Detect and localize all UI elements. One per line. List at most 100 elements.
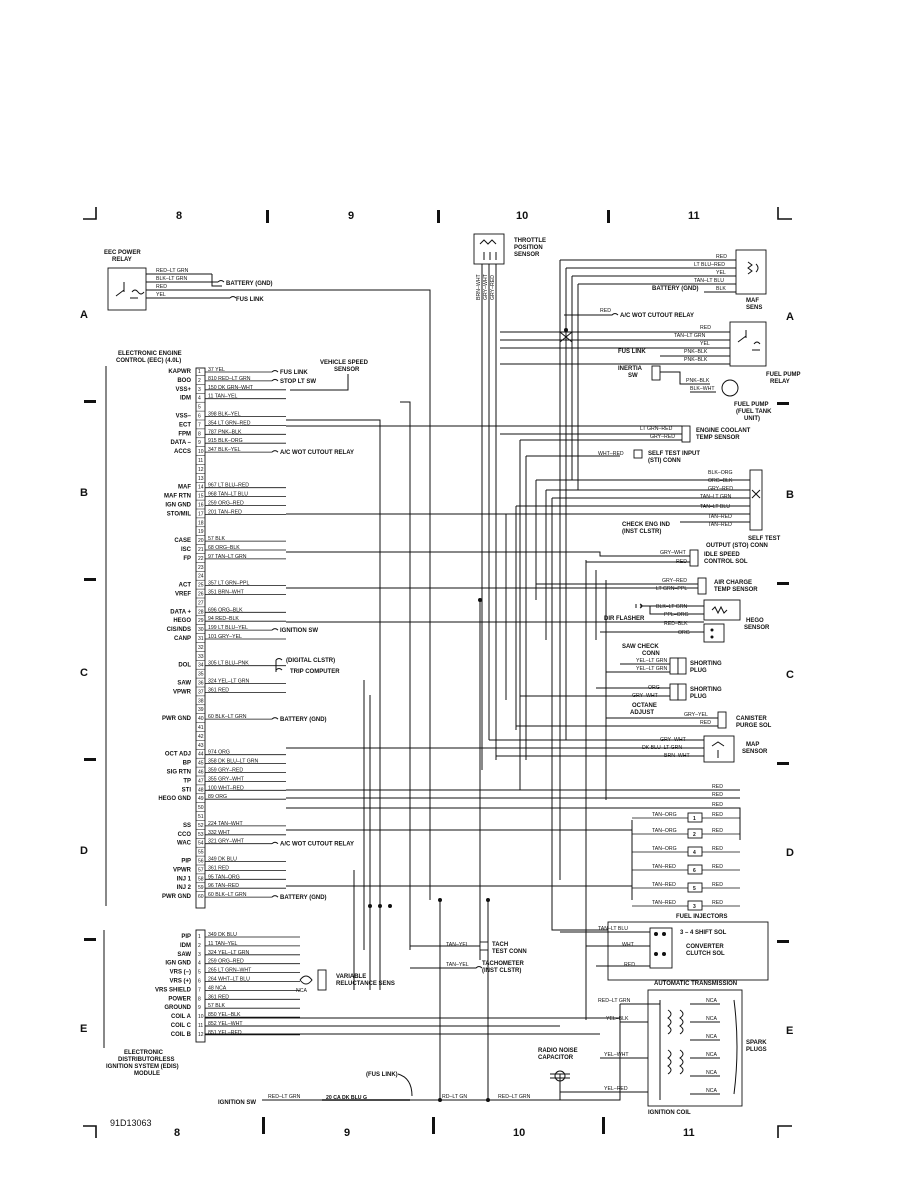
inertia-title-2: SW	[628, 373, 638, 379]
sto-wire-7: TAN–RED	[708, 522, 732, 528]
eec-wire-label: 68 ORG–BLK	[208, 545, 240, 551]
hego-wire-1: BLK–LT GRN	[656, 604, 687, 610]
saw-check-1: SAW CHECK	[622, 644, 659, 650]
act-wire-1: GRY–RED	[662, 578, 687, 584]
eec-pin-number: 2	[198, 378, 201, 384]
eec-pin-label: PWR GND	[162, 894, 192, 900]
eec-pin-number: 33	[198, 654, 204, 660]
fpr-title-1: FUEL PUMP	[766, 372, 801, 378]
injector-wire-label: TAN–ORG	[652, 828, 677, 834]
fpr-wire-5: PNK–BLK	[684, 357, 708, 363]
inj-red-2: RED	[712, 792, 723, 798]
edis-wire-label: 57 BLK	[208, 1003, 226, 1009]
canister-1: CANISTER	[736, 716, 767, 722]
grid-labels: 8 9 10 11 8 9 10 11 A B C D E A B C D E …	[80, 210, 794, 1139]
maf-title-2: SENS	[746, 305, 762, 311]
eec-wire-label: 201 TAN–RED	[208, 509, 242, 515]
eec-pin-number: 7	[198, 422, 201, 428]
eec-wire-label: 361 RED	[208, 865, 229, 871]
eec-pin-number: 17	[198, 511, 204, 517]
eec-pin-number: 30	[198, 627, 204, 633]
col-label-9: 9	[348, 210, 354, 222]
eec-pin-number: 26	[198, 592, 204, 598]
injector	[687, 864, 703, 875]
eec-pin-destination: STOP LT SW	[280, 379, 316, 385]
edis-wire-label: 265 LT GRN–WHT	[208, 968, 252, 974]
sti-connector	[633, 449, 643, 459]
saw-check-box	[669, 657, 679, 675]
vrs-nca: NCA	[296, 988, 307, 994]
eec-pin-number: 40	[198, 716, 204, 722]
col-label-8: 8	[176, 210, 182, 222]
row-label-e: E	[80, 1023, 87, 1035]
eec-pin-number: 1	[198, 369, 201, 375]
hego-wire-4: ORG	[678, 630, 690, 636]
isc-connector	[689, 549, 699, 567]
edis-pin-label: COIL A	[171, 1014, 192, 1020]
eec-pin-label: VPWR	[173, 867, 192, 873]
injector-power-label: RED	[712, 882, 723, 888]
eec-pin-label: STO/MIL	[167, 511, 192, 517]
coil-nca-1: NCA	[706, 998, 717, 1004]
maf-battery-gnd: BATTERY (GND)	[652, 286, 699, 292]
eec-wire-label: 332 WHT	[208, 830, 231, 836]
row-label-e-right: E	[786, 1025, 793, 1037]
trans-wire-1: TAN–LT BLU	[598, 926, 628, 932]
injector-number: 4	[693, 850, 696, 856]
vrs-connector	[317, 969, 327, 991]
eec-pin-label: ECT	[179, 422, 191, 428]
fpr-wire-1: RED	[700, 325, 711, 331]
ac-wot-top: RED A/C WOT CUTOUT RELAY	[564, 308, 694, 332]
eec-wire-label: 696 ORG–BLK	[208, 607, 243, 613]
fpr-fus-link: FUS LINK	[618, 349, 646, 355]
eec-pin-label: HEGO	[173, 618, 191, 624]
edis-wire-label: 259 ORG–RED	[208, 959, 244, 965]
relay-wire-1: RED–LT GRN	[156, 268, 189, 274]
shorting-plug-1-b: PLUG	[690, 668, 707, 674]
ignition-switch-feed: IGNITION SW RED–LT GRN 20 CA DK BLU G RD…	[218, 1004, 621, 1106]
ignition-coil: RED–LT GRN YEL–BLK YEL–WHT YEL–RED NCA N…	[560, 989, 767, 1116]
idle-speed-control: GRY–WHT RED IDLE SPEED CONTROL SOL	[286, 549, 748, 567]
sto-wire-6: TAN–RED	[708, 514, 732, 520]
radio-noise-2: CAPACITOR	[538, 1055, 574, 1061]
col-label-8-bottom: 8	[174, 1127, 180, 1139]
dir-flasher: DIR FLASHER	[604, 616, 645, 622]
eec-pin-number: 20	[198, 538, 204, 544]
edis-pin-label: SAW	[177, 952, 191, 958]
maf-wire-2: LT BLU–RED	[694, 262, 725, 268]
eec-pin-number: 16	[198, 503, 204, 509]
eec-pin-number: 5	[198, 405, 201, 411]
check-eng-1: CHECK ENG IND	[622, 522, 671, 528]
eec-power-relay-title: EEC POWER	[104, 250, 141, 256]
radio-noise-1: RADIO NOISE	[538, 1048, 578, 1054]
relay-fus-link: FUS LINK	[236, 297, 264, 303]
injector	[687, 846, 703, 857]
eec-wire-label: 37 YEL	[208, 367, 225, 373]
eec-pin-label: INJ 1	[177, 876, 192, 882]
fpr-title-2: RELAY	[770, 379, 790, 385]
self-test-input: WHT–RED SELF TEST INPUT (STI) CONN	[598, 449, 700, 464]
injector-wire-label: TAN–ORG	[652, 846, 677, 852]
maf-box	[735, 249, 767, 295]
sto-connector	[749, 469, 763, 531]
vss-title-2: SENSOR	[334, 367, 360, 373]
edis-title-2: DISTRIBUTORLESS	[118, 1057, 175, 1063]
edis-pin-label: IDM	[180, 943, 191, 949]
row-label-c: C	[80, 667, 88, 679]
eec-pin-label: FPM	[178, 431, 191, 437]
injector	[687, 812, 703, 823]
sto-wire-5: TAN–LT BLU	[700, 504, 730, 510]
injectors-title: FUEL INJECTORS	[676, 914, 727, 920]
eec-pin-number: 56	[198, 859, 204, 865]
eec-wire-label: 810 RED–LT GRN	[208, 376, 251, 382]
injector-list: TAN–ORG1REDTAN–ORG2REDTAN–ORG4REDTAN–RED…	[632, 812, 740, 911]
eec-pin-number: 21	[198, 547, 204, 553]
saw-check-2: CONN	[642, 651, 660, 657]
edis-wire-label: 349 DK BLU	[208, 932, 237, 938]
eec-pin-number: 45	[198, 761, 204, 767]
injector-number: 2	[693, 832, 696, 838]
eec-wire-connector	[271, 370, 279, 373]
edis-wire-label: 324 YEL–LT GRN	[208, 950, 249, 956]
eec-pin-label: STI	[182, 787, 192, 793]
spark-2: PLUGS	[746, 1047, 767, 1053]
